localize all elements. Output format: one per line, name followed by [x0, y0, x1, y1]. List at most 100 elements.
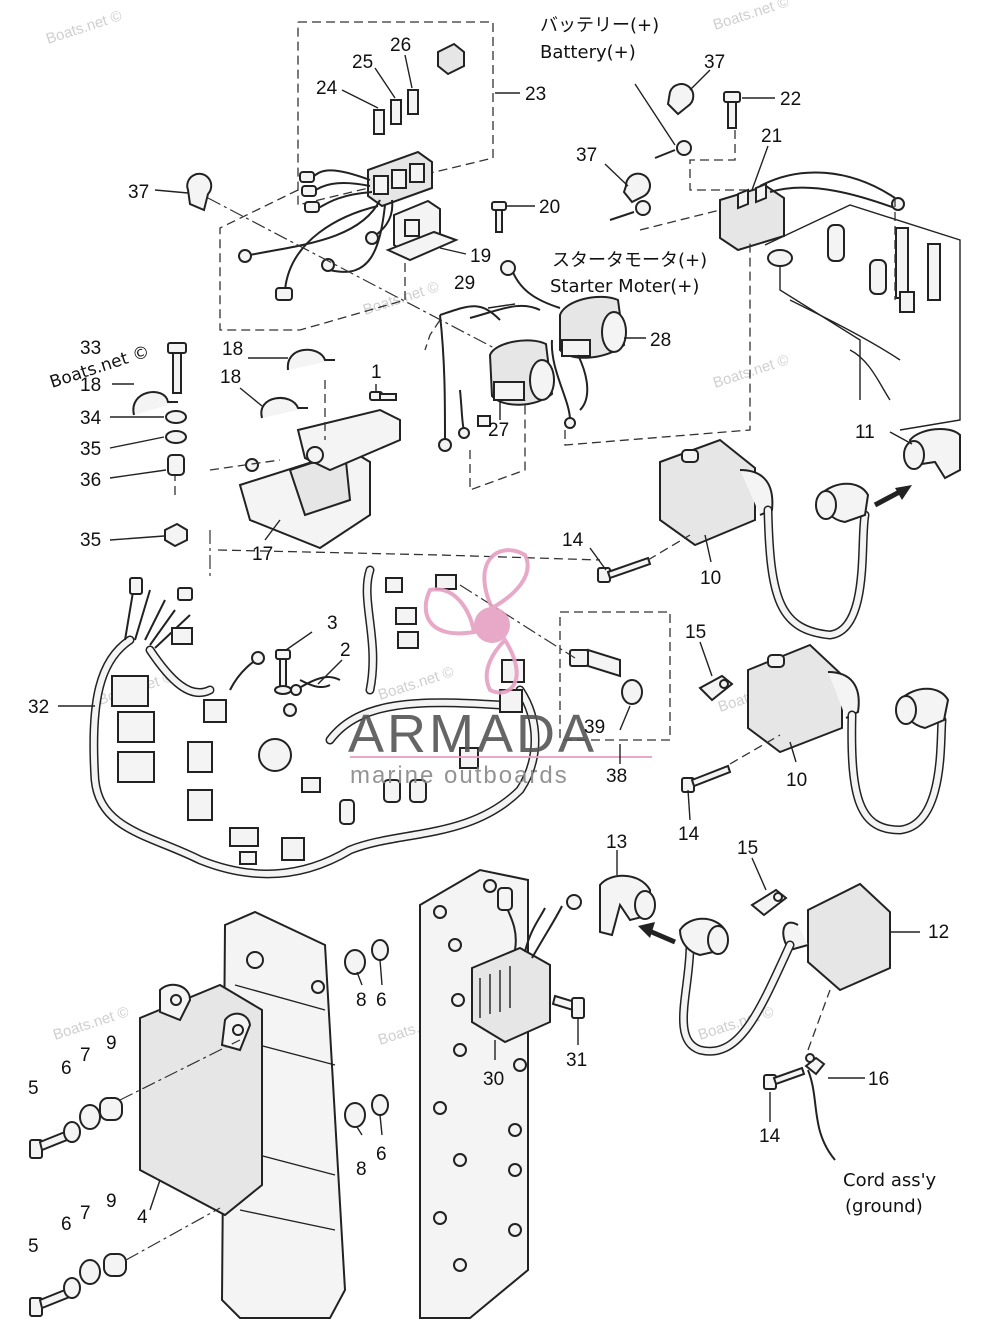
callout-17: 17 [252, 544, 273, 565]
callout-25: 25 [352, 52, 373, 73]
callout-5-upper: 5 [28, 1078, 39, 1099]
plug-cap-11 [903, 428, 961, 480]
callout-8: 8 [356, 1159, 367, 1180]
relay-27 [488, 339, 555, 406]
callout-36: 36 [80, 470, 101, 491]
cap-37-upper [666, 83, 695, 116]
cord-label-line2: (ground) [845, 1196, 923, 1217]
watermark: Boats.net © [376, 663, 456, 703]
bolt-3 [274, 649, 292, 695]
plate-17 [238, 408, 401, 550]
bolt-20 [491, 201, 507, 233]
callout-10-upper: 10 [700, 568, 721, 589]
callout-13: 13 [606, 832, 627, 853]
callout-35: 35 [80, 530, 101, 551]
fuse-cap [437, 42, 465, 76]
screw-14-lower [763, 1066, 806, 1090]
callout-9: 9 [106, 1191, 117, 1212]
starter-solenoid-28 [559, 295, 627, 359]
callout-35: 35 [80, 439, 101, 460]
callout-38: 38 [606, 766, 627, 787]
callout-9: 9 [106, 1033, 117, 1054]
starter-label-jp: スタータモータ(+) [552, 250, 707, 271]
callout-18: 18 [220, 367, 241, 388]
callout-6: 6 [61, 1058, 72, 1079]
clip-15-upper [698, 674, 734, 702]
callout-37-mid: 37 [576, 145, 597, 166]
screw-14-mid [681, 764, 732, 793]
callout-33: 33 [80, 338, 101, 359]
callout-28: 28 [650, 330, 671, 351]
callout-10-lower: 10 [786, 770, 807, 791]
fuse-26 [407, 89, 419, 115]
callout-18: 18 [222, 339, 243, 360]
callout-30: 30 [483, 1069, 504, 1090]
battery-lead [654, 140, 692, 159]
callout-4: 4 [137, 1207, 148, 1228]
callout-37-left: 37 [128, 182, 149, 203]
cord-label-line1: Cord ass'y [843, 1170, 937, 1191]
callout-21: 21 [761, 126, 782, 147]
watermark: Boats.net © [711, 351, 791, 391]
callout-5-lower: 5 [28, 1236, 39, 1257]
callout-26: 26 [390, 35, 411, 56]
thermo-switch-group [559, 611, 671, 741]
lead-2 [290, 676, 341, 696]
starter-relay-21 [719, 171, 905, 252]
bolt-stack-lower [29, 1253, 127, 1317]
wiring-harness-32 [89, 565, 540, 879]
fuse-box-group [219, 21, 494, 331]
callout-2: 2 [340, 640, 351, 661]
callout-14-upper: 14 [562, 530, 584, 551]
callout-6: 6 [61, 1214, 72, 1235]
fuse-24 [373, 109, 385, 135]
callout-3: 3 [327, 613, 338, 634]
screw-31 [551, 994, 585, 1019]
watermark: Boats.net © [44, 7, 124, 47]
callout-39: 39 [584, 717, 605, 738]
callout-23: 23 [525, 84, 546, 105]
callout-24: 24 [316, 78, 338, 99]
callout-22: 22 [780, 89, 801, 110]
screw-14-upper [597, 556, 652, 583]
callout-37-top: 37 [704, 52, 725, 73]
cord-16 [804, 1053, 836, 1161]
engine-block [764, 204, 961, 431]
callout-7: 7 [80, 1203, 91, 1224]
ignition-coil-10-upper [659, 438, 870, 640]
bolt-stack [164, 342, 188, 548]
callout-34: 34 [80, 408, 102, 429]
callout-19: 19 [470, 246, 491, 267]
bolt-1 [369, 391, 397, 401]
watermark: Boats.net © [711, 0, 791, 34]
callout-18: 18 [80, 375, 101, 396]
cap-37-mid [622, 172, 651, 204]
watermark: Boats.net © [51, 1003, 131, 1043]
fuse-25 [390, 99, 402, 125]
callout-20: 20 [539, 197, 560, 218]
callout-12: 12 [928, 922, 949, 943]
callout-15-lower: 15 [737, 838, 758, 859]
bracket-19 [385, 199, 459, 262]
callout-32: 32 [28, 697, 49, 718]
callout-27: 27 [488, 420, 509, 441]
callout-7: 7 [80, 1045, 91, 1066]
callout-numbers: 1 2 3 4 5 5 6 6 6 6 7 7 8 8 9 9 10 10 11… [28, 35, 949, 1257]
callout-1: 1 [371, 362, 382, 383]
battery-label-jp: バッテリー(+) [540, 15, 659, 36]
battery-label-en: Battery(+) [540, 42, 636, 63]
plug-cap-13 [599, 874, 656, 937]
ignition-coil-12 [678, 882, 891, 1056]
callout-29: 29 [454, 273, 475, 294]
clip-15-lower [750, 888, 788, 917]
ecu-4 [139, 983, 263, 1217]
regulator-plate [419, 868, 529, 1319]
callout-14-lower: 14 [759, 1126, 781, 1147]
callout-11: 11 [855, 422, 875, 443]
cable-29 [438, 260, 589, 452]
callout-6: 6 [376, 1144, 387, 1165]
callout-8: 8 [356, 990, 367, 1011]
bolt-22 [723, 91, 741, 129]
logo-name: ARMADA [348, 704, 597, 764]
